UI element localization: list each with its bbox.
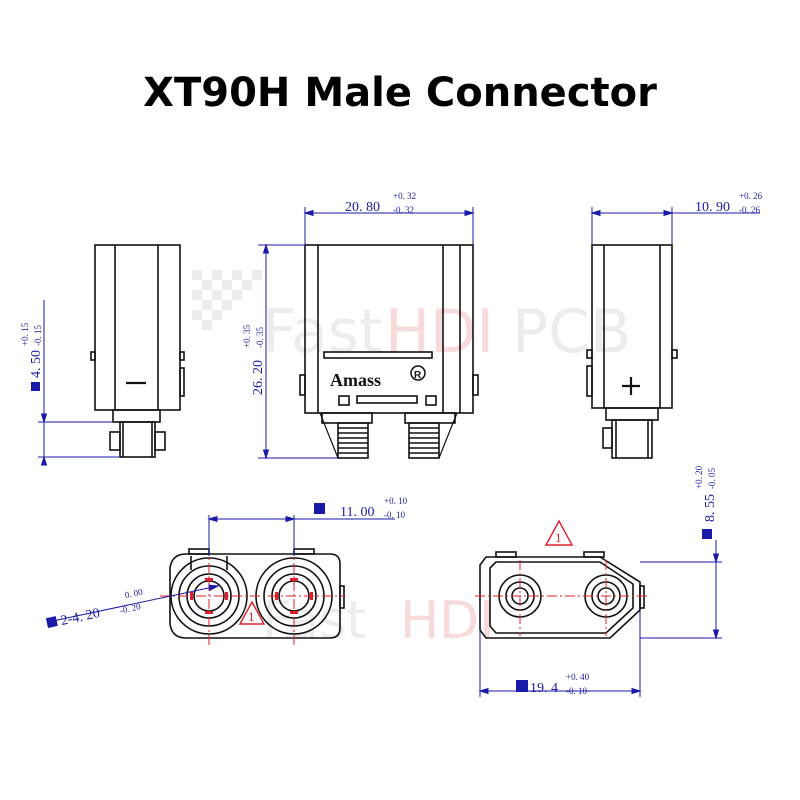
dimension-lower-tolerance: -0. 05 [707,468,717,489]
dimension-lower-tolerance: -0. 20 [119,601,142,615]
dimension-marker-icon [516,680,528,692]
warning-triangle-icon: 1 [238,600,266,625]
dimension-value: 8. 55 [703,494,718,522]
dimension-marker-icon [45,616,58,628]
dimension-lower-tolerance: -0. 32 [393,205,414,215]
dimension-value: 19. 4 [530,681,558,696]
dimension-20-80: 20. 80 +0. 32 -0. 32 [345,191,416,215]
bottom-left-pin-marks [190,578,313,614]
front-pin-right [404,412,458,459]
watermark-text-fast: Fast [262,297,383,367]
bottom-right-view [475,551,650,639]
dimension-lower-tolerance: -0. 35 [255,327,265,348]
warning-symbol-text-2: 1 [555,530,562,545]
dimension-19-4: 19. 4 +0. 40 -0. 10 [516,672,590,696]
dimension-lower-tolerance: -0. 15 [33,325,43,346]
dimension-upper-tolerance: +0. 20 [694,465,704,489]
right-side-view [586,244,678,459]
dimension-11-00: 11. 00 +0. 10 -0. 10 [314,496,408,520]
dimension-upper-tolerance: +0. 32 [393,191,416,201]
dimension-upper-tolerance: 0. 00 [124,587,144,601]
dimension-value: 4. 50 [29,350,44,378]
dimension-marker-icon [314,503,325,514]
page-title: XT90H Male Connector [143,70,657,116]
dimension-upper-tolerance: +0. 15 [20,322,30,346]
dimension-26-20: 26. 20 +0. 35 -0. 35 [242,324,266,395]
dimension-lower-tolerance: -0. 10 [384,510,405,520]
front-pin-left [319,412,373,459]
dimension-upper-tolerance: +0. 10 [384,496,408,506]
dimension-10-90: 10. 90 +0. 26 -0. 26 [695,191,763,215]
left-side-view [90,244,185,458]
watermark: Fast HDI PCB Fast HDI [192,270,631,651]
dimension-upper-tolerance: +0. 35 [242,324,252,348]
dimension-upper-tolerance: +0. 26 [739,191,763,201]
dimension-lower-tolerance: -0. 10 [566,686,587,696]
dimension-upper-tolerance: +0. 40 [566,672,590,682]
dimension-8-55: 8. 55 +0. 20 -0. 05 [694,465,718,539]
dimension-marker-icon [31,382,40,391]
dimension-value: 20. 80 [345,200,380,215]
dimension-value: 11. 00 [340,505,374,520]
brand-logo: Amass [330,370,381,390]
registered-mark-text: R [414,370,422,381]
registered-mark-icon [410,365,426,381]
dimension-2-4-20: 2-4. 20 0. 00 -0. 20 [45,587,144,629]
dimension-lines [38,207,760,697]
dimension-marker-icon [702,529,712,539]
warning-triangle-icon-2: 1 [544,519,574,546]
warning-symbol-text: 1 [248,609,255,624]
dimension-value: 26. 20 [251,360,266,395]
dimension-4-50: 4. 50 +0. 15 -0. 15 [20,322,44,391]
dimension-value: 10. 90 [695,200,730,215]
watermark-text-hdi: HDI [385,297,494,367]
watermark-text-pcb: PCB [512,297,631,367]
watermark-checker-icon [192,270,262,330]
front-view [299,244,479,459]
dimension-value: 2-4. 20 [59,606,101,629]
watermark-text-hdi-2: HDI [400,591,494,651]
bottom-left-view [160,545,345,648]
dimension-lower-tolerance: -0. 26 [739,205,760,215]
